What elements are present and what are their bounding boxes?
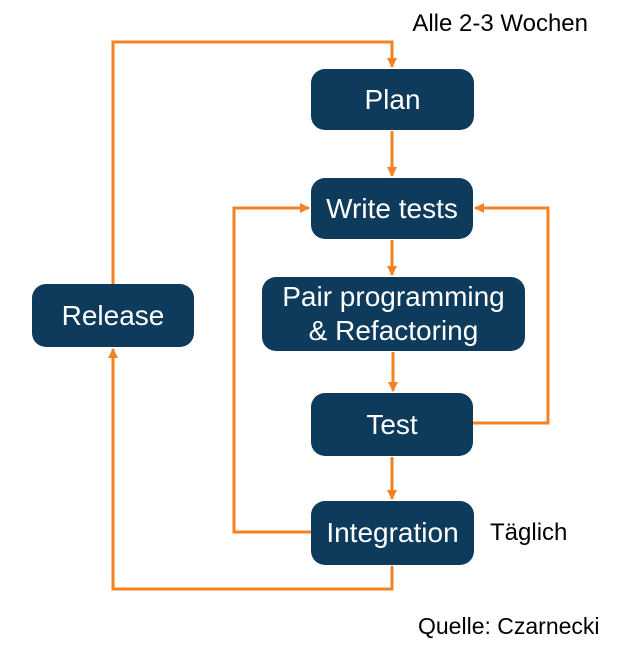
source-credit-label: Quelle: Czarnecki	[418, 613, 600, 639]
arrow-test-to-write-tests	[473, 203, 550, 425]
node-write-tests: Write tests	[311, 178, 473, 239]
node-test: Test	[311, 393, 473, 456]
arrow-integration-to-write-tests	[232, 203, 311, 534]
node-release: Release	[32, 284, 194, 347]
daily-label: Täglich	[490, 519, 568, 546]
node-plan: Plan	[311, 69, 474, 130]
arrow-integration-to-release	[108, 348, 394, 591]
arrow-release-to-plan	[111, 40, 397, 284]
cycle-duration-label: Alle 2-3 Wochen	[412, 10, 588, 37]
node-pair-programming-refactoring: Pair programming & Refactoring	[262, 277, 525, 351]
node-integration: Integration	[311, 501, 474, 565]
